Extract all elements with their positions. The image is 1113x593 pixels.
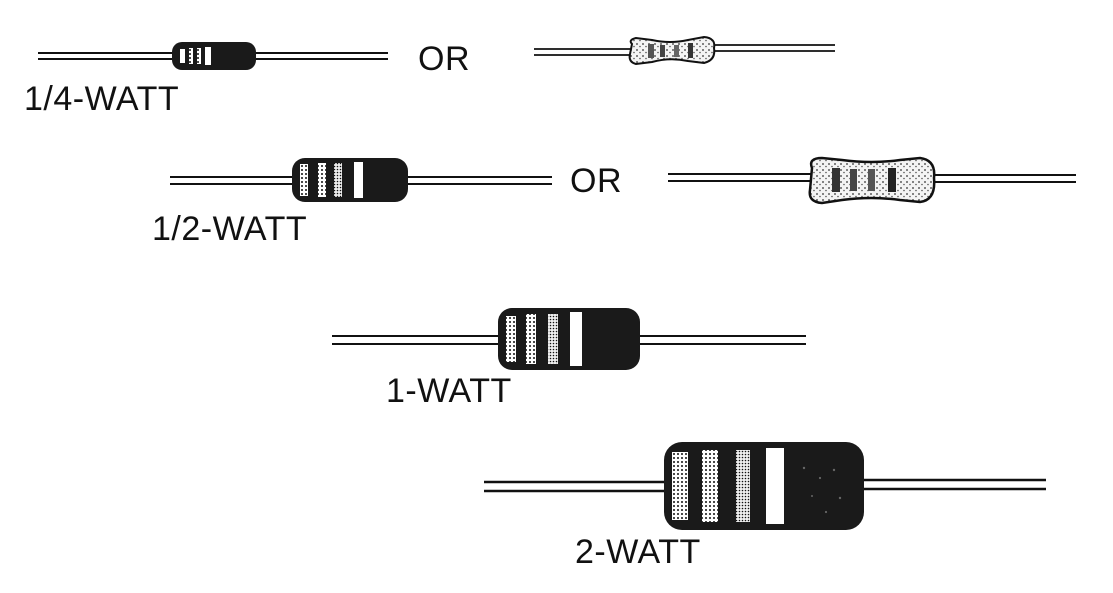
two-watt-resistor bbox=[484, 442, 1046, 530]
lead-wire bbox=[534, 44, 835, 56]
half-watt-label: 1/2-WATT bbox=[152, 210, 308, 248]
half-watt-dark-resistor bbox=[170, 158, 552, 202]
color-bands bbox=[506, 312, 582, 366]
lead-wire bbox=[170, 176, 552, 185]
color-bands bbox=[648, 43, 693, 58]
quarter-watt-dark-resistor bbox=[38, 42, 388, 70]
lead-wire bbox=[484, 478, 1046, 493]
color-bands bbox=[180, 47, 211, 65]
or-separator-top: OR bbox=[418, 40, 470, 78]
resistor-body bbox=[498, 308, 640, 370]
color-bands bbox=[672, 448, 784, 524]
one-watt-resistor bbox=[332, 308, 806, 370]
half-watt-light-resistor bbox=[668, 156, 1076, 205]
color-bands bbox=[832, 168, 896, 192]
body-speckle bbox=[802, 466, 842, 514]
or-separator-middle: OR bbox=[570, 162, 622, 200]
resistor-body bbox=[292, 158, 408, 202]
lead-wire bbox=[38, 52, 388, 60]
two-watt-label: 2-WATT bbox=[575, 533, 701, 571]
resistor-body bbox=[628, 35, 716, 66]
lead-wire bbox=[668, 173, 1076, 183]
color-bands bbox=[300, 162, 363, 198]
quarter-watt-light-resistor bbox=[534, 35, 835, 66]
lead-wire bbox=[332, 335, 806, 345]
resistor-body bbox=[664, 442, 864, 530]
quarter-watt-label: 1/4-WATT bbox=[24, 80, 180, 118]
one-watt-label: 1-WATT bbox=[386, 372, 512, 410]
